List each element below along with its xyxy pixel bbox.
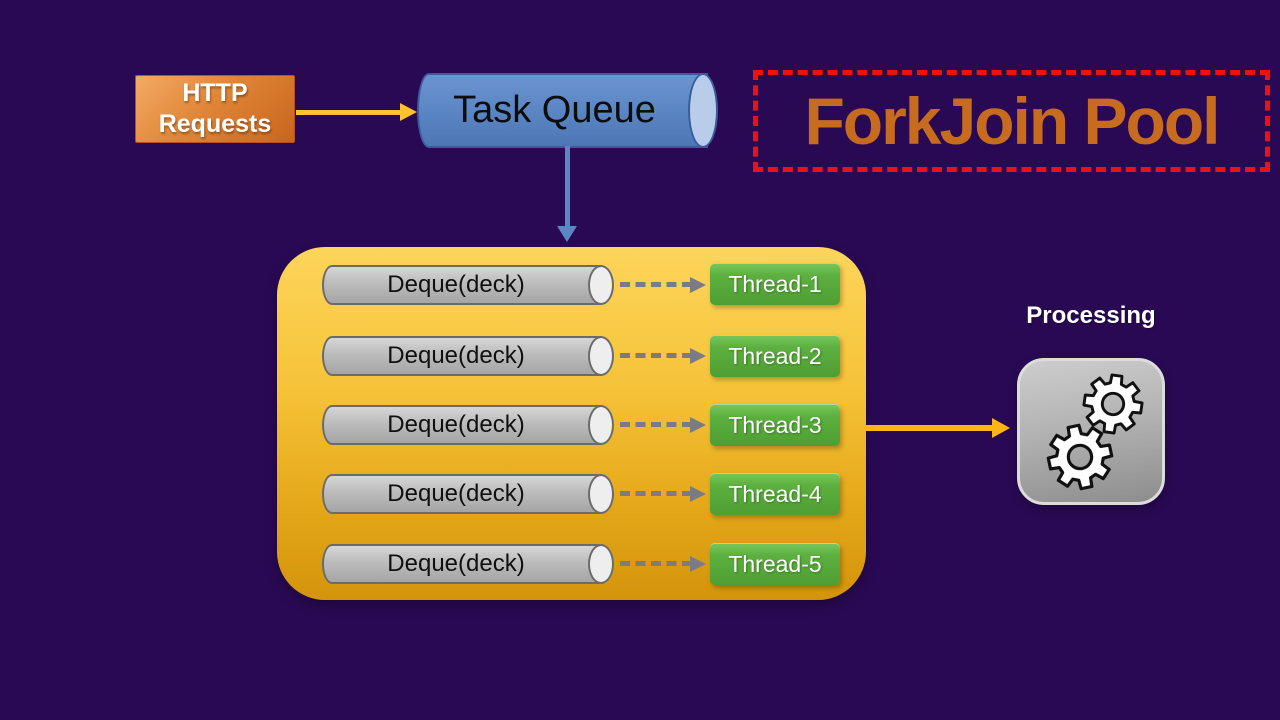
deque-cylinder: Deque(deck) [322, 265, 614, 305]
deque-cylinder-cap [588, 544, 614, 584]
forkjoin-pool-title-box: ForkJoin Pool [753, 70, 1270, 172]
gear-icon [1082, 373, 1144, 435]
arrow-http-to-queue [296, 110, 400, 115]
deque-cylinder-cap [588, 265, 614, 305]
thread-label: Thread-5 [728, 550, 822, 577]
deque-cylinder-cap [588, 474, 614, 514]
forkjoin-pool-title: ForkJoin Pool [804, 84, 1220, 158]
deque-cylinder: Deque(deck) [322, 544, 614, 584]
thread-label: Thread-2 [728, 342, 822, 369]
arrow-http-to-queue-head-icon [400, 103, 417, 121]
thread-label: Thread-4 [728, 480, 822, 507]
arrow-deque-to-thread [620, 353, 692, 358]
arrow-deque-to-thread-head-icon [690, 556, 706, 572]
deque-label: Deque(deck) [387, 342, 525, 369]
thread-box: Thread-5 [710, 543, 840, 585]
arrow-deque-to-thread-head-icon [690, 486, 706, 502]
task-queue-cylinder-cap [688, 73, 718, 148]
arrow-queue-to-pool-head-icon [557, 226, 577, 242]
arrow-deque-to-thread [620, 561, 692, 566]
task-queue-label: Task Queue [453, 89, 656, 131]
thread-box: Thread-1 [710, 263, 840, 305]
deque-label: Deque(deck) [387, 271, 525, 298]
deque-cylinder-body [322, 544, 602, 584]
task-queue-cylinder-body [417, 73, 708, 148]
processing-gearbox [1017, 358, 1165, 505]
deque-cylinder-body [322, 265, 602, 305]
task-queue-cylinder: Task Queue [417, 73, 718, 148]
gear-icon [1046, 423, 1114, 491]
arrow-deque-to-thread [620, 282, 692, 287]
thread-box: Thread-2 [710, 335, 840, 377]
arrow-deque-to-thread-head-icon [690, 277, 706, 293]
thread-label: Thread-3 [728, 411, 822, 438]
arrow-deque-to-thread [620, 491, 692, 496]
arrow-queue-to-pool [565, 146, 570, 228]
processing-label: Processing [1026, 302, 1156, 329]
arrow-pool-to-processing-head-icon [992, 418, 1010, 438]
http-requests-box: HTTP Requests [135, 75, 295, 143]
thread-box: Thread-4 [710, 473, 840, 515]
deque-cylinder-body [322, 405, 602, 445]
http-requests-label-line1: HTTP [182, 79, 248, 107]
deque-cylinder: Deque(deck) [322, 405, 614, 445]
thread-label: Thread-1 [728, 270, 822, 297]
deque-cylinder-cap [588, 405, 614, 445]
http-requests-label-line2: Requests [158, 110, 272, 138]
deque-cylinder: Deque(deck) [322, 474, 614, 514]
arrow-deque-to-thread-head-icon [690, 417, 706, 433]
arrow-deque-to-thread [620, 422, 692, 427]
deque-cylinder: Deque(deck) [322, 336, 614, 376]
deque-cylinder-body [322, 474, 602, 514]
deque-label: Deque(deck) [387, 550, 525, 577]
deque-cylinder-body [322, 336, 602, 376]
arrow-pool-to-processing [866, 425, 994, 431]
deque-label: Deque(deck) [387, 480, 525, 507]
thread-box: Thread-3 [710, 404, 840, 446]
deque-cylinder-cap [588, 336, 614, 376]
arrow-deque-to-thread-head-icon [690, 348, 706, 364]
deque-label: Deque(deck) [387, 411, 525, 438]
